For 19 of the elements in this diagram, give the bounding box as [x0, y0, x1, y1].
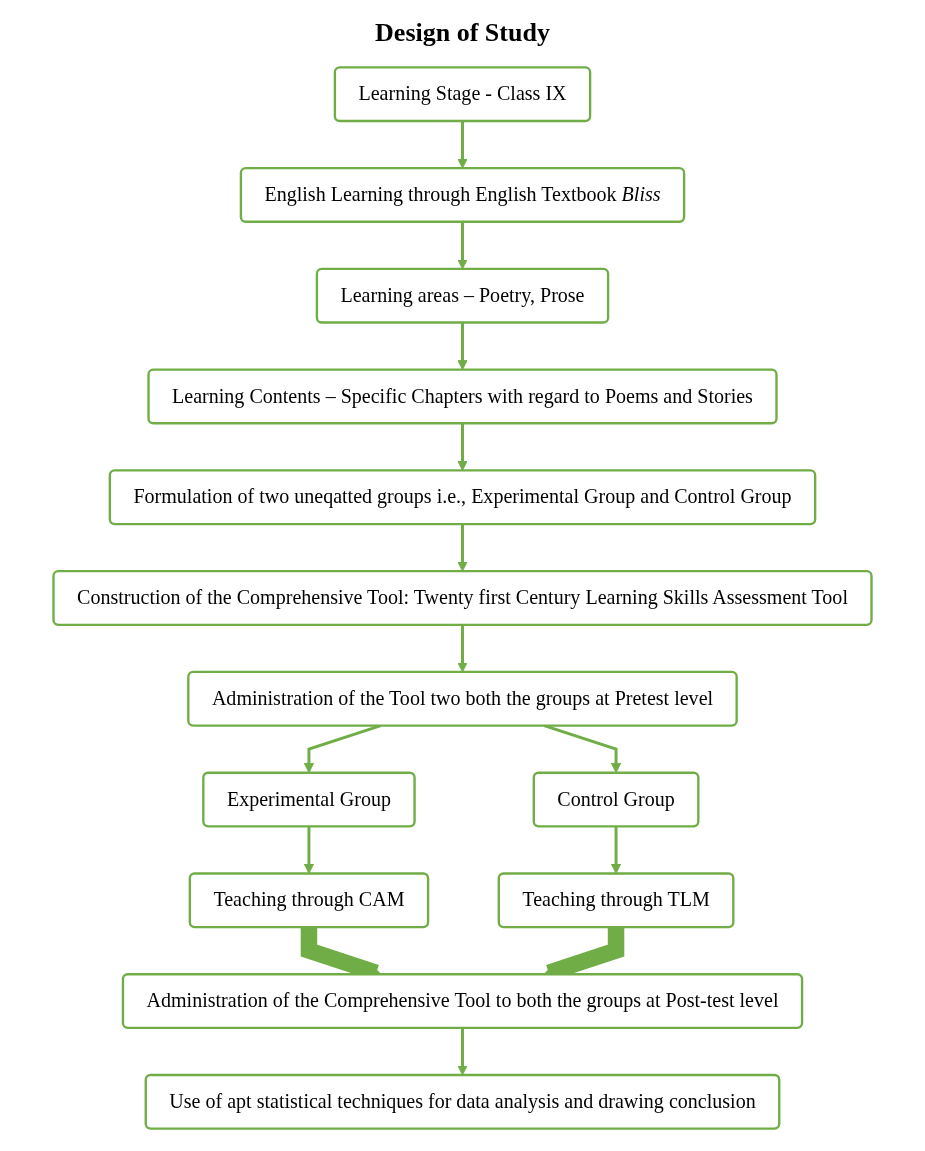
node-box: Use of apt statistical techniques for data analysis and drawing conclusion	[144, 1073, 781, 1130]
node-box: Experimental Group	[202, 771, 416, 828]
arrow	[457, 524, 468, 572]
node-box: Administration of the Comprehensive Tool to both the groups at Post-test level	[121, 973, 804, 1029]
node-box: Teaching through TLM	[497, 872, 735, 929]
arrow	[610, 826, 622, 874]
node-box: English Learning through English Textbook Bliss	[239, 167, 686, 223]
arrow	[457, 423, 468, 471]
node-box: Formulation of two uneqatted groups i.e., Experimental Group and Control Group	[108, 469, 817, 526]
node-box: Teaching through CAM	[188, 872, 430, 929]
node-box: Learning Stage - Class IX	[333, 66, 592, 123]
arrow	[457, 121, 468, 169]
diagram-title: Design of Study	[374, 18, 551, 48]
node-box: Control Group	[532, 771, 700, 828]
arrow	[303, 826, 315, 874]
node-box: Learning Contents – Specific Chapters with regard to Poems and Stories	[147, 368, 778, 425]
node-box: Construction of the Comprehensive Tool: Twenty first Century Learning Skills Assessment Tool	[52, 570, 873, 626]
node-box: Learning areas – Poetry, Prose	[315, 267, 610, 324]
node-box: Administration of the Tool two both the groups at Pretest level	[187, 670, 738, 727]
